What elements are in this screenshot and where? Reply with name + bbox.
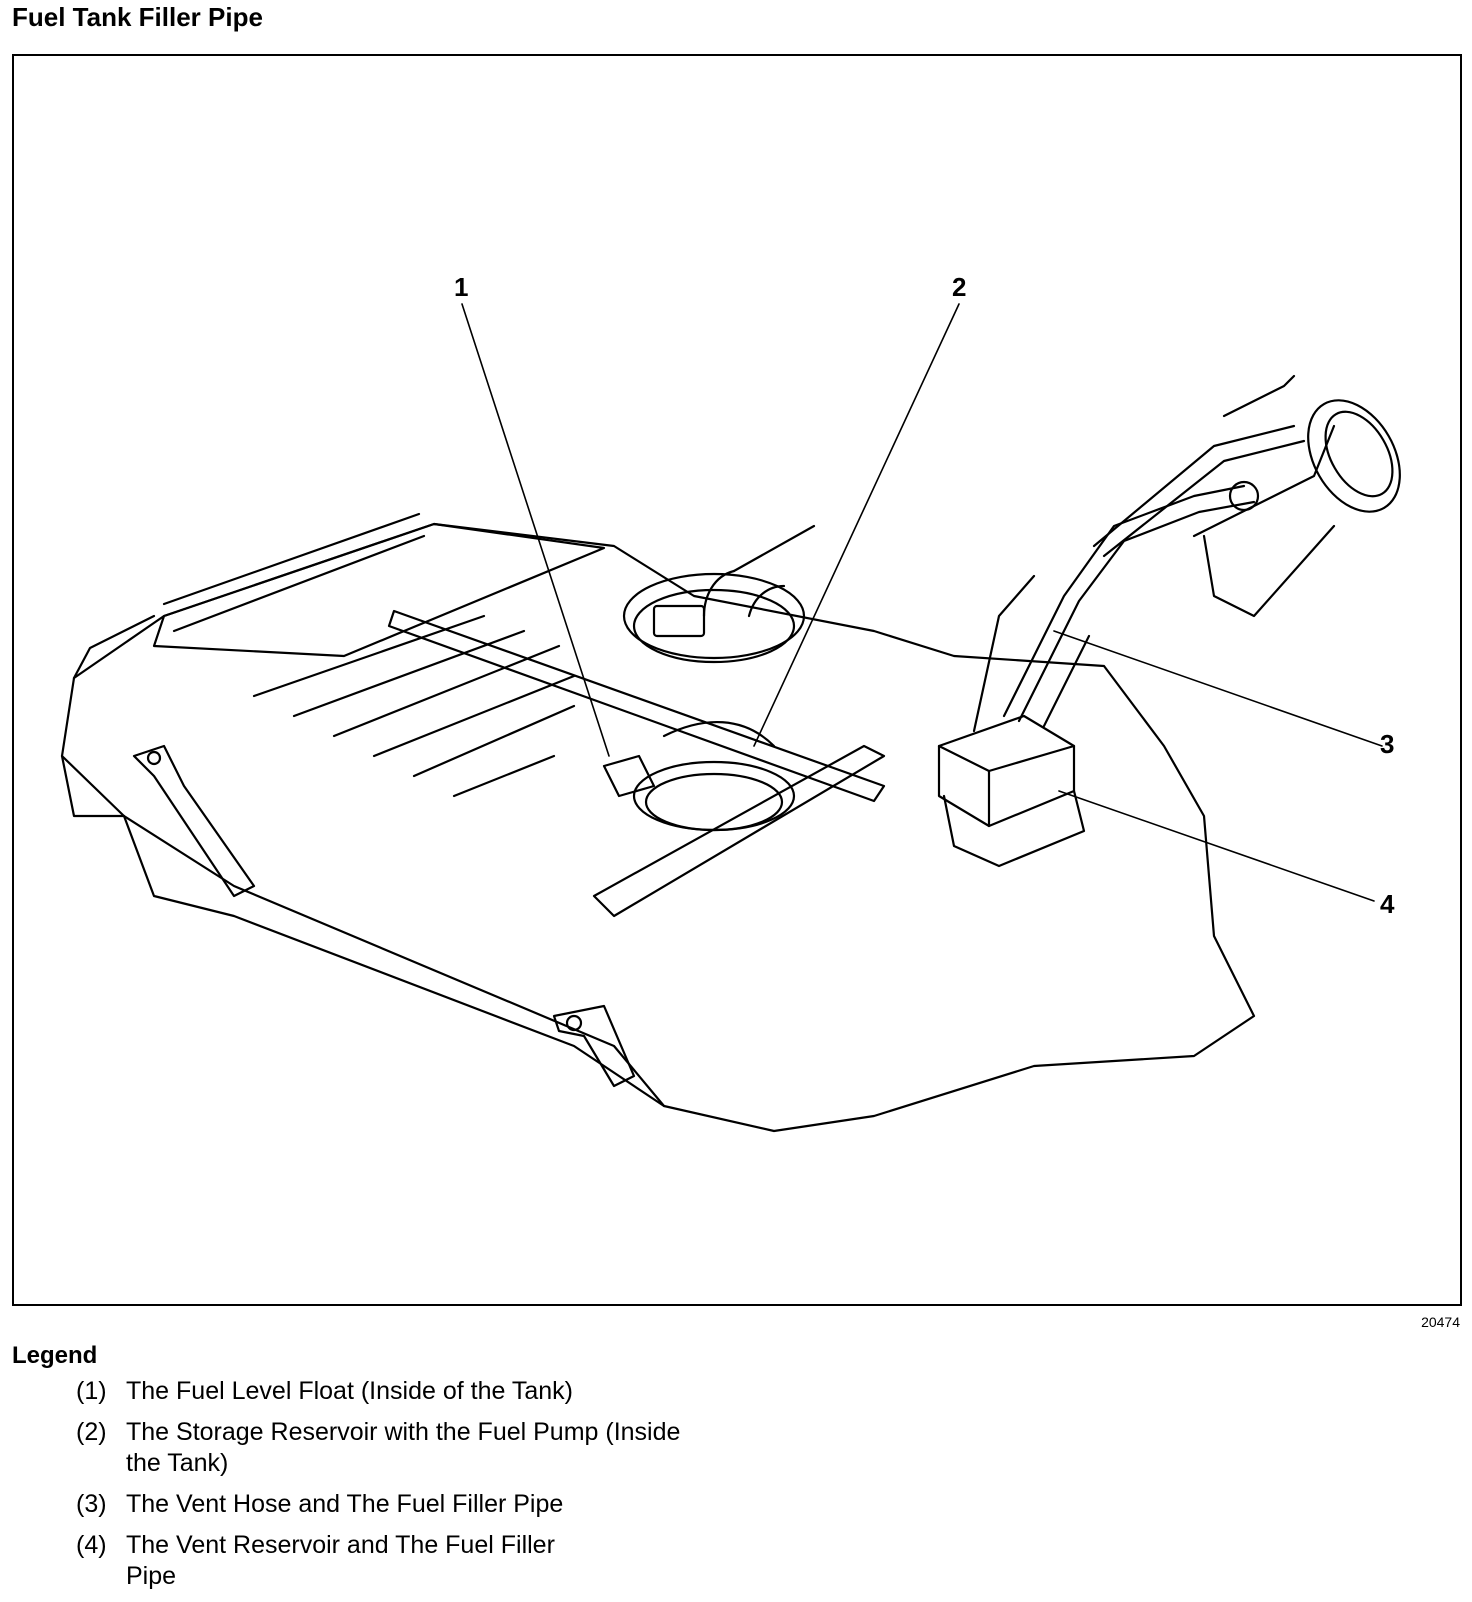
fuel-level-float [602, 721, 796, 832]
tank-ribs [252, 614, 576, 798]
legend-item-number: (4) [76, 1531, 107, 1559]
tank-strap [387, 609, 886, 803]
tank-body-outline [60, 522, 1256, 1133]
legend-item-text: The Vent Reservoir and The Fuel Filler P… [126, 1531, 555, 1590]
tank-bottom-edge [122, 814, 666, 1108]
figure-number: 20474 [1421, 1314, 1460, 1330]
heat-shield-plate [152, 522, 606, 658]
vent-reservoir [937, 714, 1086, 868]
legend-item: (4) The Vent Reservoir and The Fuel Fill… [76, 1530, 776, 1592]
tank-left-rim [60, 754, 126, 818]
legend-list: (1) The Fuel Level Float (Inside of the … [76, 1376, 776, 1602]
legend-item-number: (1) [76, 1377, 107, 1405]
fuel-tank-illustration: 1 2 3 4 [60, 272, 1401, 1133]
front-strap [592, 744, 886, 918]
legend-item: (3) The Vent Hose and The Fuel Filler Pi… [76, 1489, 776, 1520]
filler-pipe [972, 374, 1401, 733]
tank-left-flange [72, 614, 156, 680]
callout-3: 3 [1380, 729, 1394, 759]
illustration-frame: 1 2 3 4 [12, 54, 1462, 1306]
legend-item-number: (2) [76, 1418, 107, 1446]
mounting-brackets [132, 744, 636, 1088]
fuel-pump-module [622, 524, 816, 664]
callout-leader-lines [461, 303, 1383, 902]
legend-item-text: The Vent Hose and The Fuel Filler Pipe [126, 1490, 564, 1518]
legend-item-number: (3) [76, 1490, 107, 1518]
callout-2: 2 [952, 272, 966, 302]
callout-4: 4 [1380, 889, 1395, 919]
legend-item: (1) The Fuel Level Float (Inside of the … [76, 1376, 776, 1407]
legend-heading: Legend [12, 1342, 98, 1369]
legend-item: (2) The Storage Reservoir with the Fuel … [76, 1417, 776, 1479]
page-title: Fuel Tank Filler Pipe [12, 2, 263, 32]
callout-1: 1 [454, 272, 468, 302]
legend-item-text: The Storage Reservoir with the Fuel Pump… [126, 1418, 681, 1477]
legend-item-text: The Fuel Level Float (Inside of the Tank… [126, 1377, 573, 1405]
